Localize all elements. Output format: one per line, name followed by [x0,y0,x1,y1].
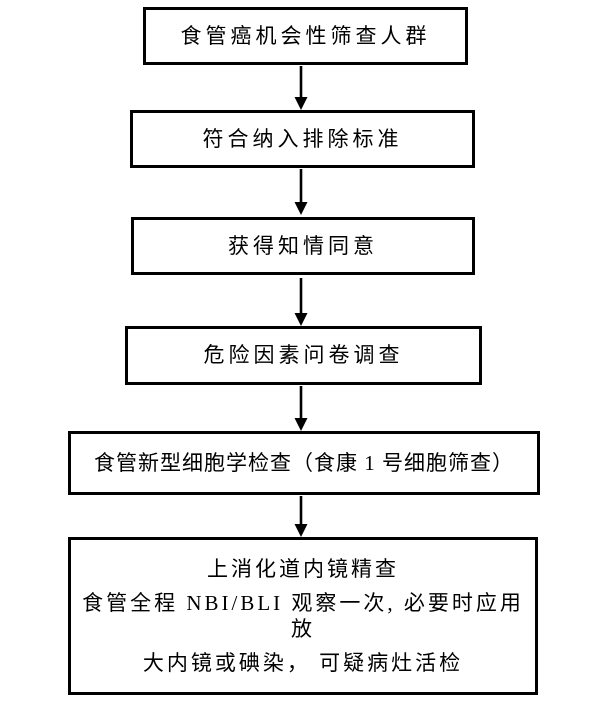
flow-node-risk-questionnaire: 危险因素问卷调查 [125,326,482,385]
arrow-down-icon [294,169,308,215]
flow-node-inclusion-criteria: 符合纳入排除标准 [130,110,475,168]
arrow-down-icon [294,278,308,326]
endoscopy-exam-detail-line-2: 大内镜或碘染， 可疑病灶活检 [142,650,464,675]
flow-node-endoscopy-exam: 上消化道内镜精查 食管全程 NBI/BLI 观察一次, 必要时应用放 大内镜或碘… [68,537,538,695]
flow-node-informed-consent: 获得知情同意 [131,217,475,275]
flow-node-cytology-test: 食管新型细胞学检查（食康 1 号细胞筛查） [68,431,540,495]
endoscopy-exam-detail-line-1: 食管全程 NBI/BLI 观察一次, 必要时应用放 [82,590,524,641]
arrow-down-icon [294,66,308,110]
arrow-down-icon [294,496,308,537]
endoscopy-exam-title-line: 上消化道内镜精查 [207,556,399,581]
arrow-down-icon [294,386,308,431]
flow-node-screening-population: 食管癌机会性筛查人群 [143,7,468,65]
